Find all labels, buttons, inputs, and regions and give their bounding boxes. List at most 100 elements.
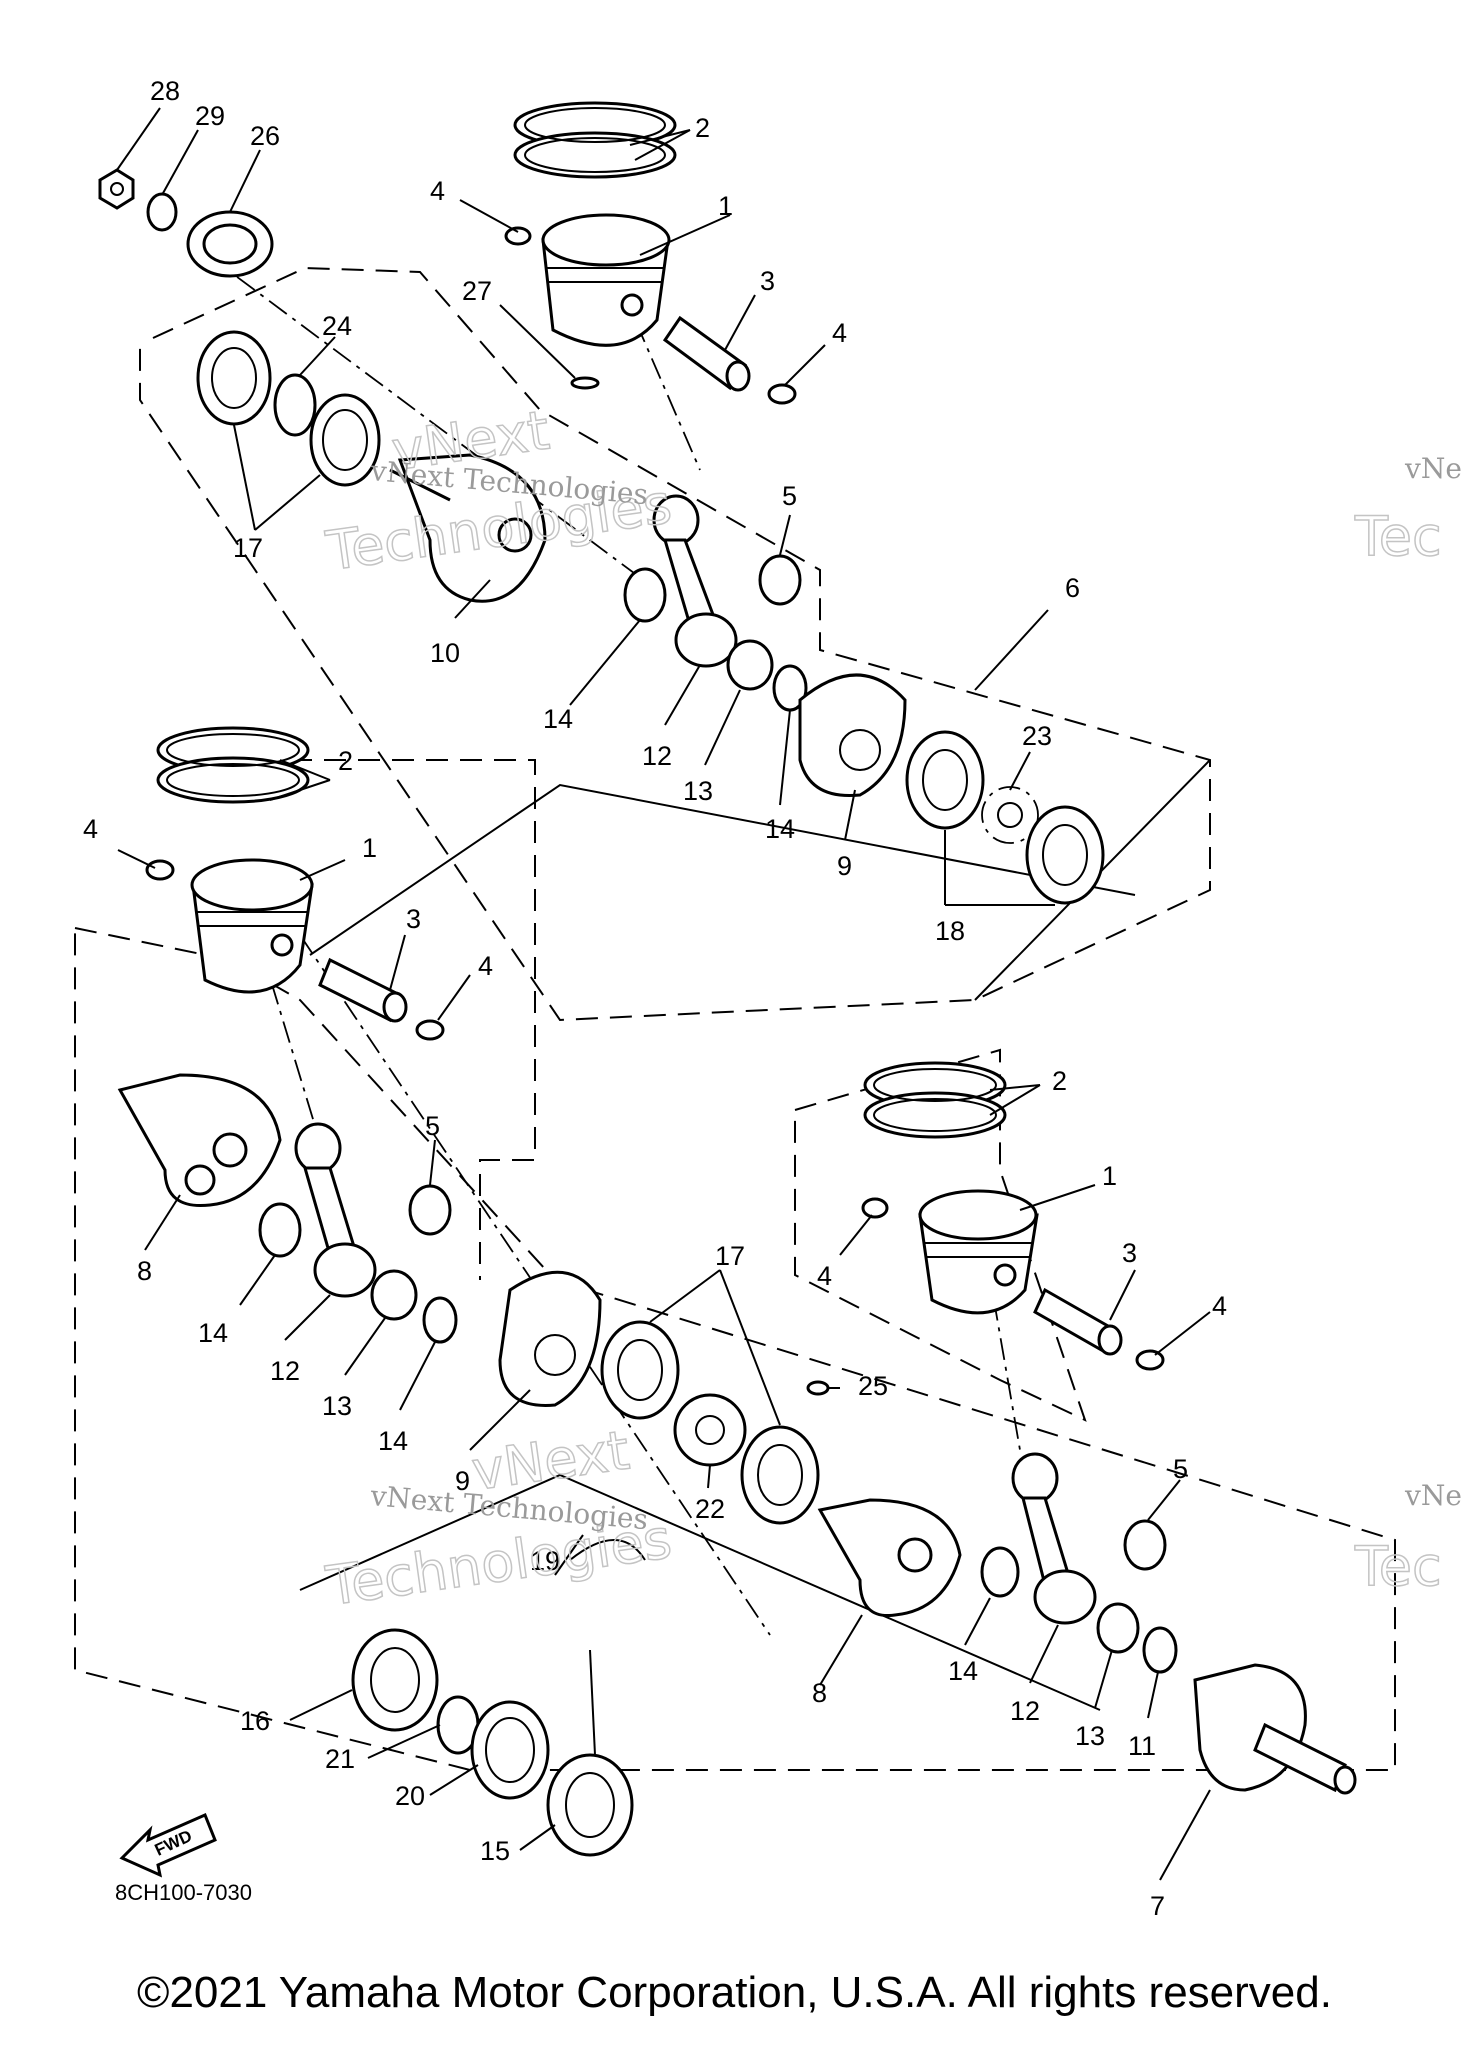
callout-14: 14 [765,814,795,844]
connecting-rod-12-left [294,1122,377,1298]
callout-4: 4 [832,318,847,348]
callout-3: 3 [760,266,775,296]
piston-left [190,858,314,994]
needle-bearing-5-upper [758,554,802,606]
crank-half-10 [389,453,547,603]
spacer-24 [273,373,317,437]
washer-14-left-a [258,1202,302,1258]
crank-half-9-mid [498,1270,602,1407]
callout-4: 4 [817,1261,832,1291]
lower-crank-boundary [74,927,1396,1771]
callout-2: 2 [695,113,710,143]
piston-ring-set-left [156,726,310,804]
upper-axis [204,252,651,586]
drawing-code: 8CH100-7030 [115,1880,252,1905]
crank-half-9-upper [798,673,907,798]
callout-4: 4 [430,176,445,206]
callout-4: 4 [1212,1291,1227,1321]
callout-14: 14 [198,1318,228,1348]
washer-14-upper-a [623,567,667,623]
piston-pin-top [662,315,751,392]
callout-10: 10 [430,638,460,668]
callout-12: 12 [642,741,672,771]
watermark-edge-3: vNe [1404,1479,1462,1512]
crank-half-7 [1193,1663,1357,1795]
circlip-left-a [145,859,175,881]
watermark-edge-2: Tec [1354,505,1442,568]
circlip-top-left [504,226,532,246]
right-piston-boundary [794,1048,1087,1422]
callout-14: 14 [378,1426,408,1456]
callout-13: 13 [322,1391,352,1421]
needle-bearing-13-upper [726,639,774,691]
callout-9: 9 [837,851,852,881]
circlip-right-a [861,1197,889,1219]
callout-5: 5 [1173,1454,1188,1484]
bearing-17-upper-b [309,393,381,487]
callout-29: 29 [195,101,225,131]
needle-bearing-13-left [370,1269,418,1321]
callout-6: 6 [1065,573,1080,603]
washer-29 [146,192,178,232]
callout-27: 27 [462,276,492,306]
watermark-edge-4: Tec [1354,1535,1442,1598]
upper-rod-axis [619,284,701,471]
callout-1: 1 [362,833,377,863]
callout-21: 21 [325,1744,355,1774]
nut-28 [98,168,135,210]
bearing-16 [351,1628,439,1732]
callout-7: 7 [1150,1891,1165,1921]
callout-20: 20 [395,1781,425,1811]
callout-25: 25 [858,1371,888,1401]
callout-3: 3 [1122,1238,1137,1268]
bearing-17-mid-b [740,1425,820,1525]
assy-line-b [299,1473,1101,1711]
key-27 [570,376,600,390]
circlip-19 [569,1539,646,1561]
callout-11: 11 [1128,1731,1156,1761]
callout-23: 23 [1022,721,1052,751]
bearing-17-mid-a [600,1320,680,1420]
callout-9: 9 [455,1466,470,1496]
watermark-edge-1: vNe [1404,452,1462,485]
callout-5: 5 [425,1111,440,1141]
bearing-18-a [905,730,985,830]
circlip-left-b [415,1019,445,1041]
needle-bearing-13-right [1096,1602,1140,1654]
leader-lines [116,107,1211,1881]
assy-line-a [309,783,1136,956]
callout-13: 13 [683,776,713,806]
callout-28: 28 [150,76,180,106]
callout-8: 8 [812,1678,827,1708]
callout-18: 18 [935,916,965,946]
upper-crank-boundary [139,266,1211,1022]
callout-8: 8 [137,1256,152,1286]
callout-4: 4 [478,951,493,981]
piston-top [541,213,671,347]
washer-14-left-b [422,1296,458,1344]
callout-16: 16 [240,1706,270,1736]
callout-19: 19 [530,1546,560,1576]
callout-5: 5 [782,481,797,511]
bearing-15 [546,1753,634,1857]
gear-22 [673,1393,747,1467]
piston-pin-left [318,957,408,1023]
bearing-18-b [1025,805,1105,905]
circlip-top-right [767,383,797,405]
callout-labels: 28 29 26 2 4 1 27 3 4 24 17 10 5 6 14 12… [83,76,1227,1921]
gear-23 [981,786,1039,844]
callout-14: 14 [543,704,573,734]
callout-26: 26 [250,121,280,151]
callout-15: 15 [480,1836,510,1866]
callout-12: 12 [270,1356,300,1386]
callout-24: 24 [322,311,352,341]
crank-half-8-right [817,1498,962,1618]
fwd-arrow-icon: FWD [119,1813,217,1878]
circlip-right-b [1135,1349,1165,1371]
piston-pin-right [1033,1287,1123,1356]
needle-bearing-5-left [408,1184,452,1236]
connecting-rod-12-upper [652,494,738,668]
washer-11 [1142,1626,1178,1674]
callout-17: 17 [715,1241,745,1271]
